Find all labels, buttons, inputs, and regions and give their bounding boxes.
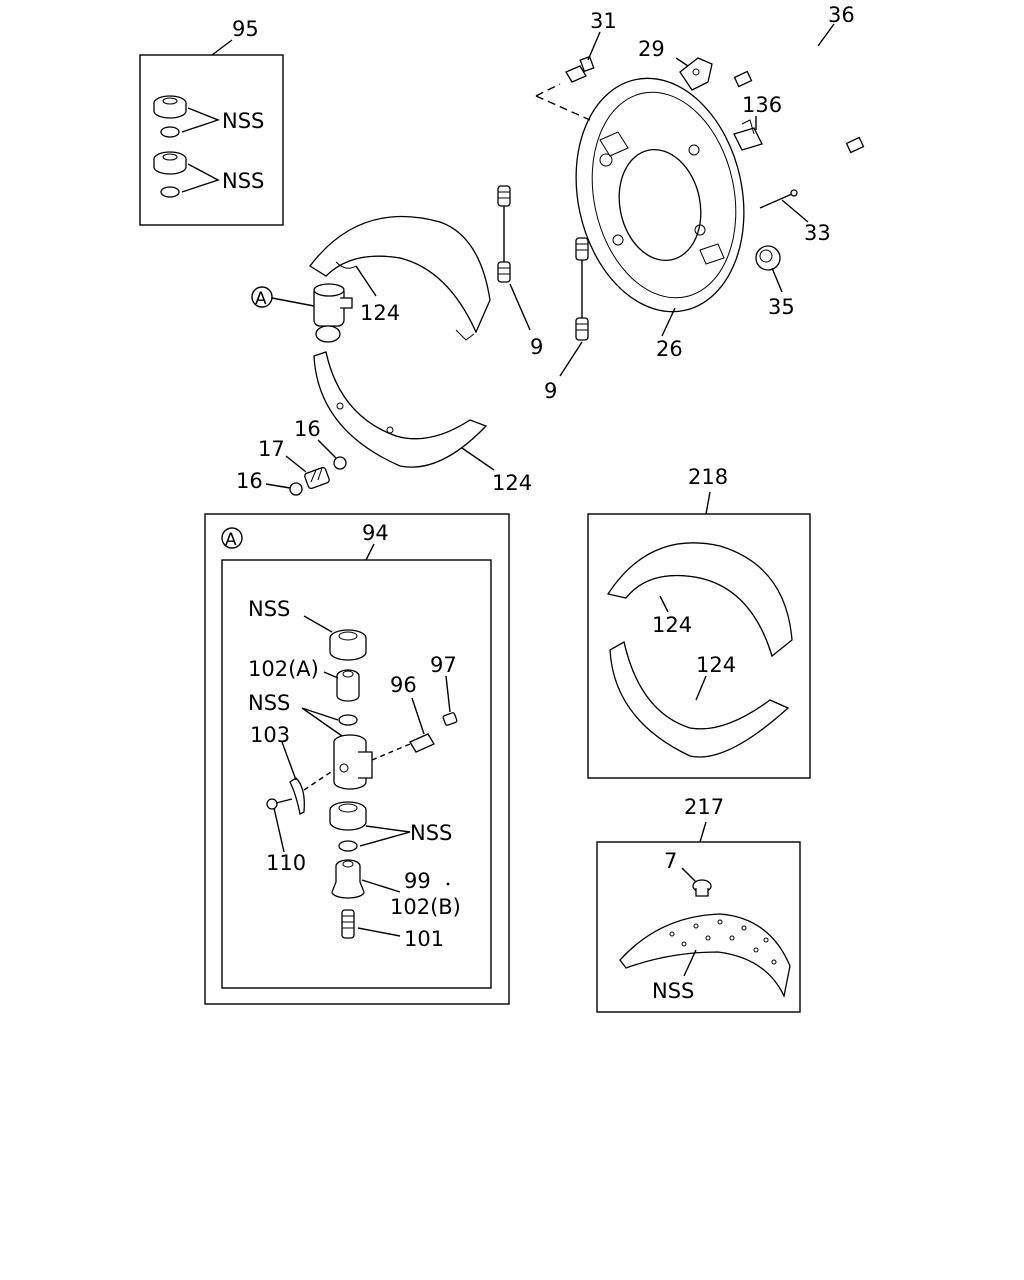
label-nss-94c: NSS (410, 821, 452, 845)
label-36: 36 (828, 3, 855, 27)
label-95: 95 (232, 17, 259, 41)
kit-box-217: 217 7 NSS (596, 795, 801, 1013)
reference-a-box: A (225, 530, 237, 550)
label-nss-95b: NSS (222, 169, 264, 193)
label-124a: 124 (360, 301, 400, 325)
reference-a-top: A (255, 289, 267, 309)
label-94: 94 (362, 521, 389, 545)
label-16b: 16 (236, 469, 263, 493)
adjuster-screw-part-101 (341, 909, 355, 939)
label-99: 99 (404, 869, 431, 893)
kit-box-95: 95 NSS NSS (139, 17, 284, 226)
adjuster-spring-part (289, 456, 347, 496)
label-102b: 102(B) (390, 895, 461, 919)
label-nss-95a: NSS (222, 109, 264, 133)
brake-lining-part (619, 913, 791, 999)
label-9b: 9 (544, 379, 557, 403)
piston-part-b (331, 859, 365, 899)
backing-plate-part (575, 77, 745, 313)
label-124b: 124 (492, 471, 532, 495)
seal-cup-part (153, 95, 187, 198)
label-110: 110 (266, 851, 306, 875)
kit-box-218: 218 124 124 (587, 465, 811, 779)
upper-brake-shoe-part (309, 215, 491, 341)
bracket-part-29 (679, 57, 713, 91)
cylinder-cup-part (329, 629, 367, 661)
return-spring-part (497, 185, 511, 283)
return-spring-part-lower (575, 237, 589, 341)
label-124d: 124 (696, 653, 736, 677)
label-103: 103 (250, 723, 290, 747)
bleeder-screw-part (409, 712, 458, 753)
label-96: 96 (390, 673, 417, 697)
label-nss-94b: NSS (248, 691, 290, 715)
label-7: 7 (664, 849, 677, 873)
rivet-part-7 (692, 879, 712, 897)
cylinder-body-part (333, 734, 373, 790)
retaining-plate-part (289, 777, 305, 815)
label-102a: 102(A) (248, 657, 319, 681)
cylinder-cup-part-lower (329, 801, 367, 852)
brake-shoe-part-218-upper (606, 542, 793, 658)
small-seal-part (338, 714, 358, 726)
brake-shoe-part-218-lower (609, 641, 790, 758)
label-nss-94a: NSS (248, 597, 290, 621)
label-35: 35 (768, 295, 795, 319)
wheel-cylinder-part (313, 283, 353, 343)
reference-a-circle (251, 286, 273, 308)
detail-box-a: A 94 NSS 102(A) NSS (204, 513, 510, 1005)
label-26: 26 (656, 337, 683, 361)
piston-part-a (336, 669, 360, 702)
lower-brake-shoe-part (313, 351, 488, 468)
label-9a: 9 (530, 335, 543, 359)
label-33: 33 (804, 221, 831, 245)
label-124c: 124 (652, 613, 692, 637)
plug-part-35 (755, 245, 781, 271)
label-29: 29 (638, 37, 665, 61)
label-218: 218 (688, 465, 728, 489)
label-nss-217: NSS (652, 979, 694, 1003)
label-101: 101 (404, 927, 444, 951)
screw-part-110 (266, 798, 293, 810)
clip-part-136 (733, 119, 763, 151)
pin-part-33 (759, 189, 798, 209)
label-217: 217 (684, 795, 724, 819)
label-136: 136 (742, 93, 782, 117)
brake-pipe-part-36 (733, 31, 885, 154)
label-17: 17 (258, 437, 285, 461)
label-31: 31 (590, 9, 617, 33)
separator-dot (446, 882, 450, 886)
label-97: 97 (430, 653, 457, 677)
bolt-part-31 (565, 55, 595, 83)
label-16a: 16 (294, 417, 321, 441)
